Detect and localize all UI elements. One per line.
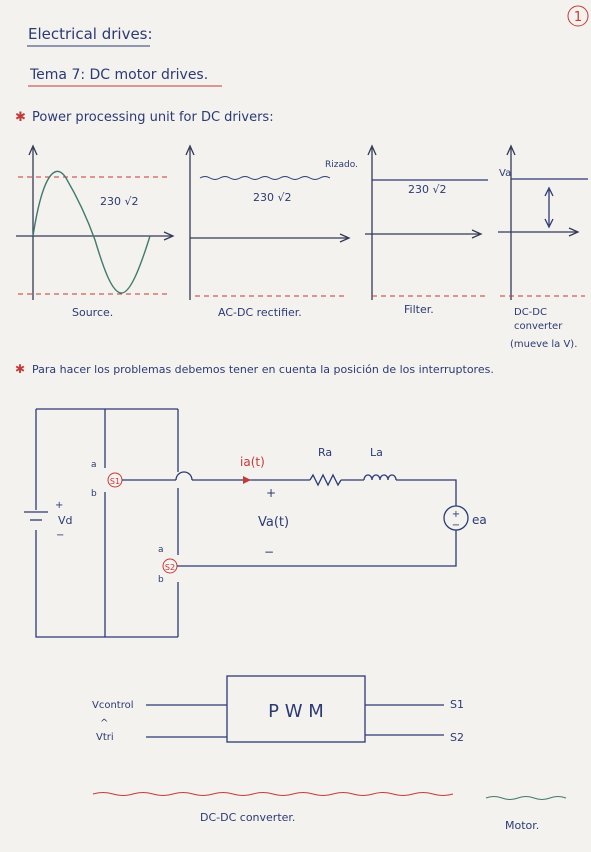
switch-s2-label: S2 — [165, 563, 175, 572]
graph-source-caption: Source. — [72, 306, 113, 319]
converter-range-arrow-top — [544, 186, 554, 197]
resistor — [309, 473, 342, 487]
s2-pos-b: b — [158, 575, 164, 585]
h-bridge-circuit: + Vd − a b S1 a b S2 ia(t) Ra La — [24, 408, 487, 638]
graph-filter-y-arrow — [367, 144, 377, 156]
pwm-input-hat: ^ — [100, 718, 108, 729]
switch-s1-label: S1 — [110, 477, 120, 486]
converter-range-arrow-bottom — [544, 218, 554, 229]
sine-wave — [32, 170, 151, 294]
footer-green-wave — [485, 796, 567, 800]
crossover-arc — [175, 471, 193, 481]
section-heading: Power processing unit for DC drivers: — [32, 110, 274, 125]
graph-converter-caption-2: converter — [514, 321, 563, 332]
pwm-output1-label: S1 — [450, 698, 464, 711]
voltage-plus: + — [266, 486, 276, 500]
inductor — [363, 474, 397, 481]
resistor-label: Ra — [318, 446, 332, 459]
graph-source-value: 230 √2 — [100, 195, 139, 208]
graph-source-y-arrow — [28, 144, 38, 156]
footer-right-label: Motor. — [505, 819, 539, 832]
page-subtitle: Tema 7: DC motor drives. — [29, 67, 208, 83]
pwm-output2-label: S2 — [450, 731, 464, 744]
source-minus: − — [56, 530, 64, 541]
graph-source-x-arrow — [163, 231, 175, 241]
graph-converter-axis-label: Va — [499, 168, 511, 179]
graph-filter-x-arrow — [471, 229, 483, 239]
s1-pos-b: b — [91, 489, 97, 499]
graph-rectifier-x-arrow — [339, 233, 351, 243]
left-wire-bottom — [35, 530, 178, 638]
graph-converter-caption-3: (mueve la V). — [510, 339, 577, 350]
ripple-wave — [199, 176, 331, 180]
graph-converter-caption-1: DC-DC — [514, 307, 547, 318]
footer-red-wave — [92, 792, 454, 796]
pwm-block — [226, 675, 366, 743]
page-number-circle — [567, 5, 589, 27]
s1-pos-a: a — [91, 460, 97, 470]
pwm-input1-label: Vcontrol — [92, 700, 134, 711]
current-label: ia(t) — [240, 455, 265, 469]
graph-source: 230 √2 Source. — [16, 144, 175, 319]
graph-converter-x-arrow — [568, 227, 580, 237]
note-asterisk: ✱ — [15, 362, 25, 376]
graph-rectifier: Rizado. 230 √2 AC-DC rectifier. — [185, 144, 358, 319]
heading-asterisk: ✱ — [15, 110, 26, 125]
graph-rectifier-y-arrow — [185, 144, 195, 156]
graph-rectifier-caption: AC-DC rectifier. — [218, 306, 302, 319]
pwm-label: P W M — [268, 701, 324, 722]
source-plus: + — [55, 500, 63, 511]
voltage-minus: − — [264, 545, 274, 559]
graph-converter-y-arrow — [506, 144, 516, 156]
bottom-branch-wire — [177, 530, 457, 567]
graph-filter-value: 230 √2 — [408, 183, 447, 196]
inductor-label: La — [370, 446, 383, 459]
page-title: Electrical drives: — [28, 25, 153, 43]
emf-minus: − — [452, 520, 460, 531]
page-number: 1 — [574, 10, 582, 25]
graph-filter: 230 √2 Filter. — [365, 144, 488, 316]
l-emf-wire — [396, 479, 457, 506]
source-label: Vd — [58, 514, 73, 527]
pwm-input2-label: Vtri — [96, 732, 114, 743]
emf-plus: + — [452, 509, 460, 520]
s2-pos-a: a — [158, 545, 164, 555]
note-text: Para hacer los problemas debemos tener e… — [32, 363, 494, 376]
graph-rectifier-note: Rizado. — [325, 160, 358, 170]
graph-converter: Va DC-DC converter (mueve la V). — [498, 144, 588, 350]
graph-filter-caption: Filter. — [404, 303, 434, 316]
pwm-diagram: P W M Vcontrol ^ Vtri S1 S2 — [92, 675, 464, 744]
footer-left-label: DC-DC converter. — [200, 811, 295, 824]
graph-rectifier-value: 230 √2 — [253, 191, 292, 204]
back-emf-source — [443, 505, 469, 531]
current-arrow — [243, 476, 251, 484]
armature-voltage: Va(t) — [258, 515, 289, 530]
emf-label: ea — [472, 513, 487, 527]
